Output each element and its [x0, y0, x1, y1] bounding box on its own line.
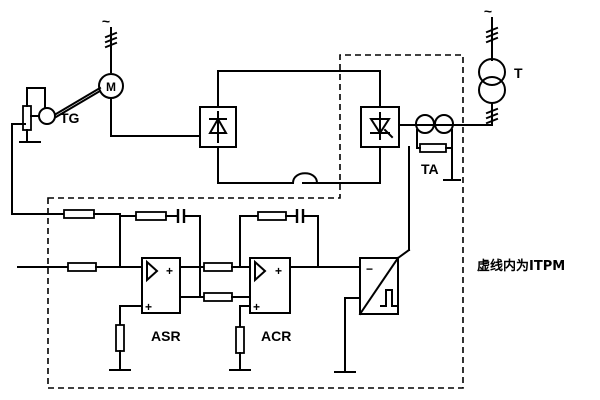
acr-bias-resistor [235, 326, 245, 354]
speed-regulator-label: ASR [151, 328, 181, 344]
tachogenerator: TG [11, 86, 102, 215]
tachogenerator-label: TG [60, 110, 80, 126]
itpm-note: 虚线内为ITPM [477, 258, 565, 274]
smoothing-reactor [291, 172, 319, 185]
svg-text:+: + [253, 300, 260, 314]
acr-box [249, 257, 291, 314]
motor-ac-source-symbol: ~ [102, 13, 110, 29]
svg-text:+: + [166, 264, 173, 278]
ta-burden-resistor [419, 143, 447, 153]
acr-feedback-resistor [257, 211, 287, 221]
pulse-waveform-icon [380, 289, 397, 307]
pulse-trigger-unit: − [358, 256, 400, 316]
current-regulator-label: ACR [261, 328, 291, 344]
svg-text:+: + [275, 264, 282, 278]
speed-reference-resistor [67, 262, 97, 272]
current-regulator-acr: + + ACR [249, 257, 291, 344]
tg-potentiometer [22, 105, 32, 131]
thyristor-converter [360, 106, 400, 148]
asr-feedback-resistor [135, 211, 167, 221]
itpm-dashed-boundary [47, 54, 464, 389]
motor-label: M [106, 80, 116, 94]
asr-output-resistor [203, 262, 233, 272]
transformer: ~ T [478, 3, 523, 126]
current-feedback-resistor [203, 292, 233, 302]
svg-text:−: − [366, 262, 373, 276]
current-transformer-label: TA [421, 161, 439, 177]
tachogenerator-circle [38, 107, 56, 125]
transformer-label: T [514, 65, 523, 81]
transformer-ac-source-symbol: ~ [484, 3, 492, 19]
current-transformer: TA [415, 114, 461, 181]
svg-text:+: + [145, 300, 152, 314]
asr-bias-resistor [115, 324, 125, 352]
speed-feedback-resistor [63, 209, 95, 219]
motor: ~ M [98, 13, 201, 137]
rectifier-bridge [199, 106, 237, 148]
speed-regulator-asr: + + ASR [141, 257, 181, 344]
asr-box [141, 257, 181, 314]
